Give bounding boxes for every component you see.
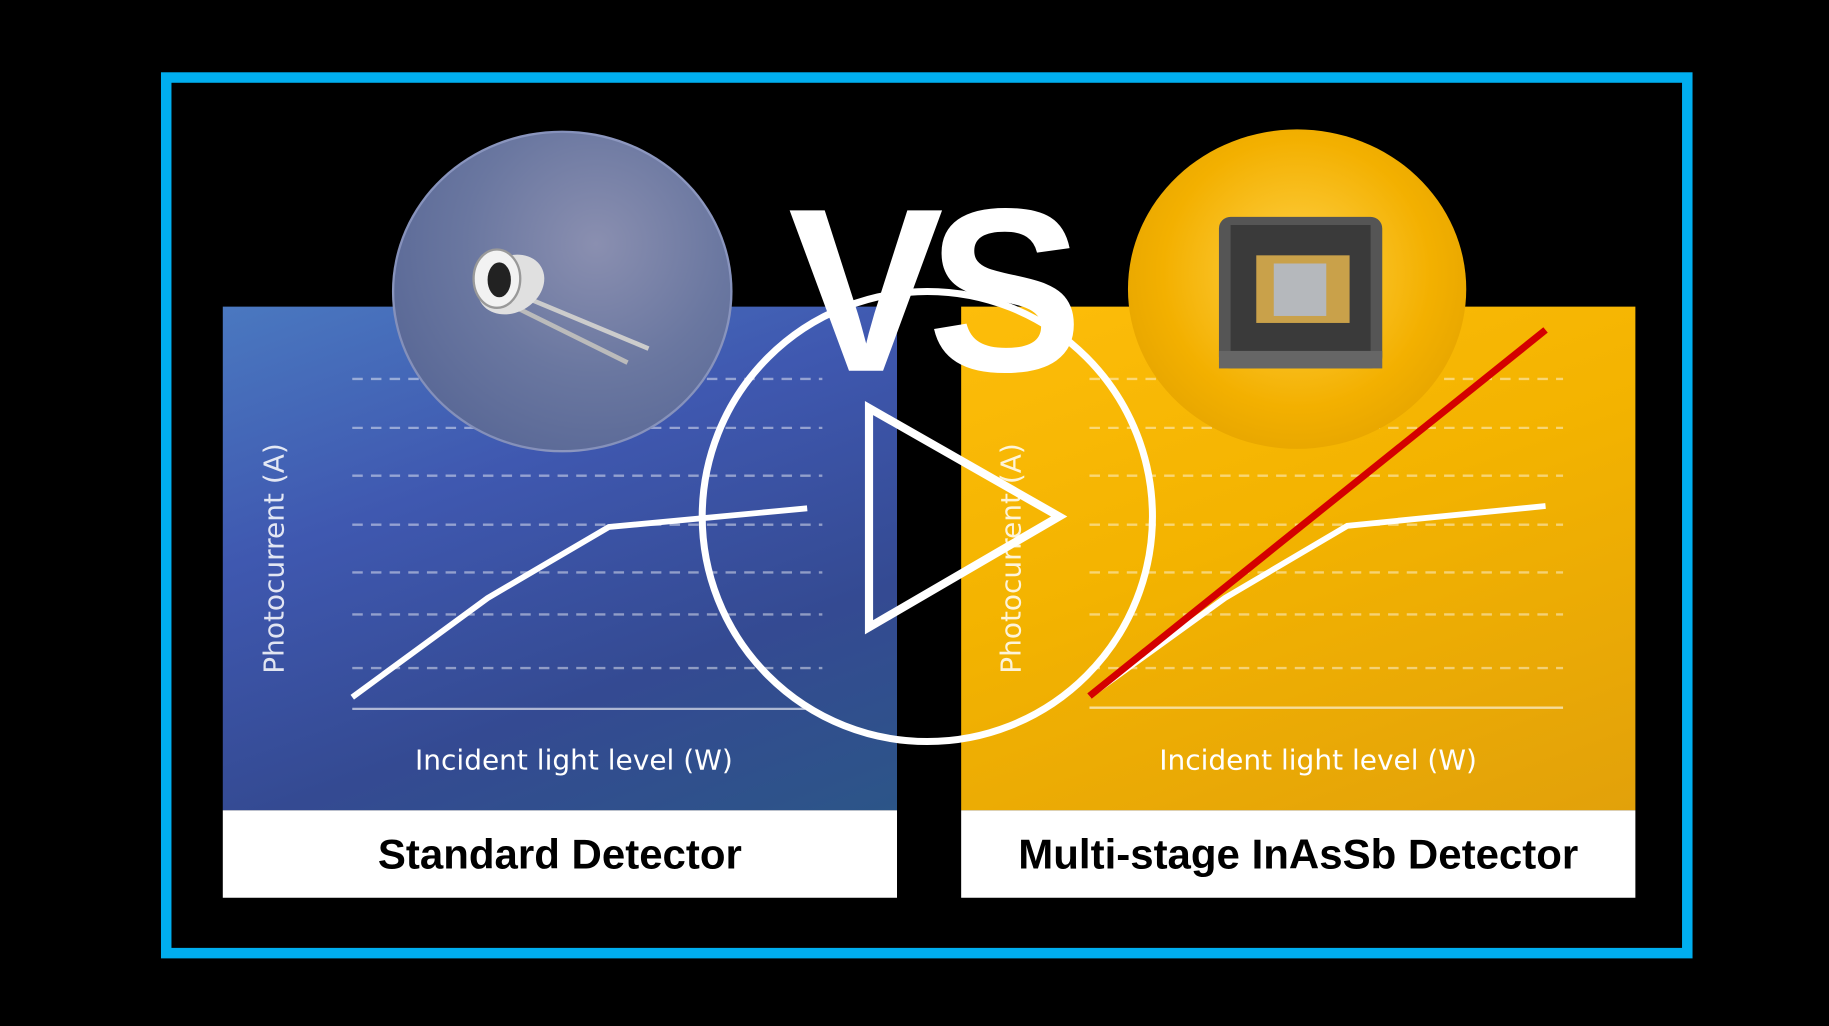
right-standard-response-line bbox=[1087, 503, 1546, 699]
left-x-axis-label: Incident light level (W) bbox=[415, 743, 733, 777]
right-linear-response-line bbox=[1087, 327, 1548, 699]
detector-package-icon bbox=[1218, 216, 1383, 369]
photodiode-icon bbox=[472, 248, 650, 365]
left-response-line bbox=[350, 505, 808, 700]
right-x-axis-label: Incident light level (W) bbox=[1159, 743, 1477, 777]
smd-detector-image bbox=[1127, 129, 1467, 449]
thumbnail-frame bbox=[160, 72, 1693, 959]
play-icon bbox=[864, 401, 1068, 635]
play-button-ring bbox=[698, 287, 1156, 746]
standard-detector-title: Standard Detector bbox=[222, 810, 898, 898]
inassb-detector-title: Multi-stage InAsSb Detector bbox=[961, 810, 1636, 898]
to-can-photodiode-image bbox=[391, 130, 733, 453]
